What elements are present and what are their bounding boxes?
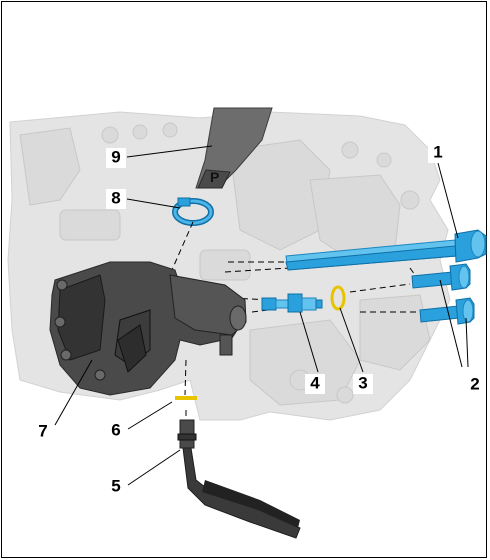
- svg-text:3: 3: [358, 373, 367, 392]
- svg-text:8: 8: [111, 188, 120, 207]
- leader-lines: [54, 145, 469, 486]
- callout-1: 1: [428, 142, 448, 163]
- callout-8: 8: [106, 188, 126, 209]
- item-2-short-bolts: [411, 263, 475, 325]
- svg-text:4: 4: [310, 373, 320, 392]
- svg-text:2: 2: [470, 374, 479, 393]
- hose-marking: P: [210, 169, 219, 185]
- callout-9: 9: [106, 147, 126, 168]
- callout-4: 4: [305, 373, 325, 394]
- svg-text:1: 1: [433, 142, 442, 161]
- item-1-long-bolt: [285, 229, 487, 271]
- item-7-pump: [49, 261, 247, 396]
- svg-text:7: 7: [38, 421, 47, 440]
- item-4-union: [261, 293, 323, 313]
- item-5-pressure-pipe: [177, 419, 301, 539]
- svg-text:9: 9: [111, 147, 120, 166]
- item-9-hose: P: [195, 107, 273, 189]
- callout-5: 5: [106, 476, 126, 497]
- callout-6: 6: [106, 420, 126, 441]
- callout-7: 7: [33, 421, 53, 442]
- svg-text:5: 5: [111, 476, 120, 495]
- callout-2: 2: [465, 374, 485, 395]
- callout-3: 3: [353, 373, 373, 394]
- item-3-o-ring: [330, 285, 346, 311]
- svg-text:6: 6: [111, 420, 120, 439]
- callout-labels: 9 8 1 2 3 4 7 6: [33, 142, 485, 497]
